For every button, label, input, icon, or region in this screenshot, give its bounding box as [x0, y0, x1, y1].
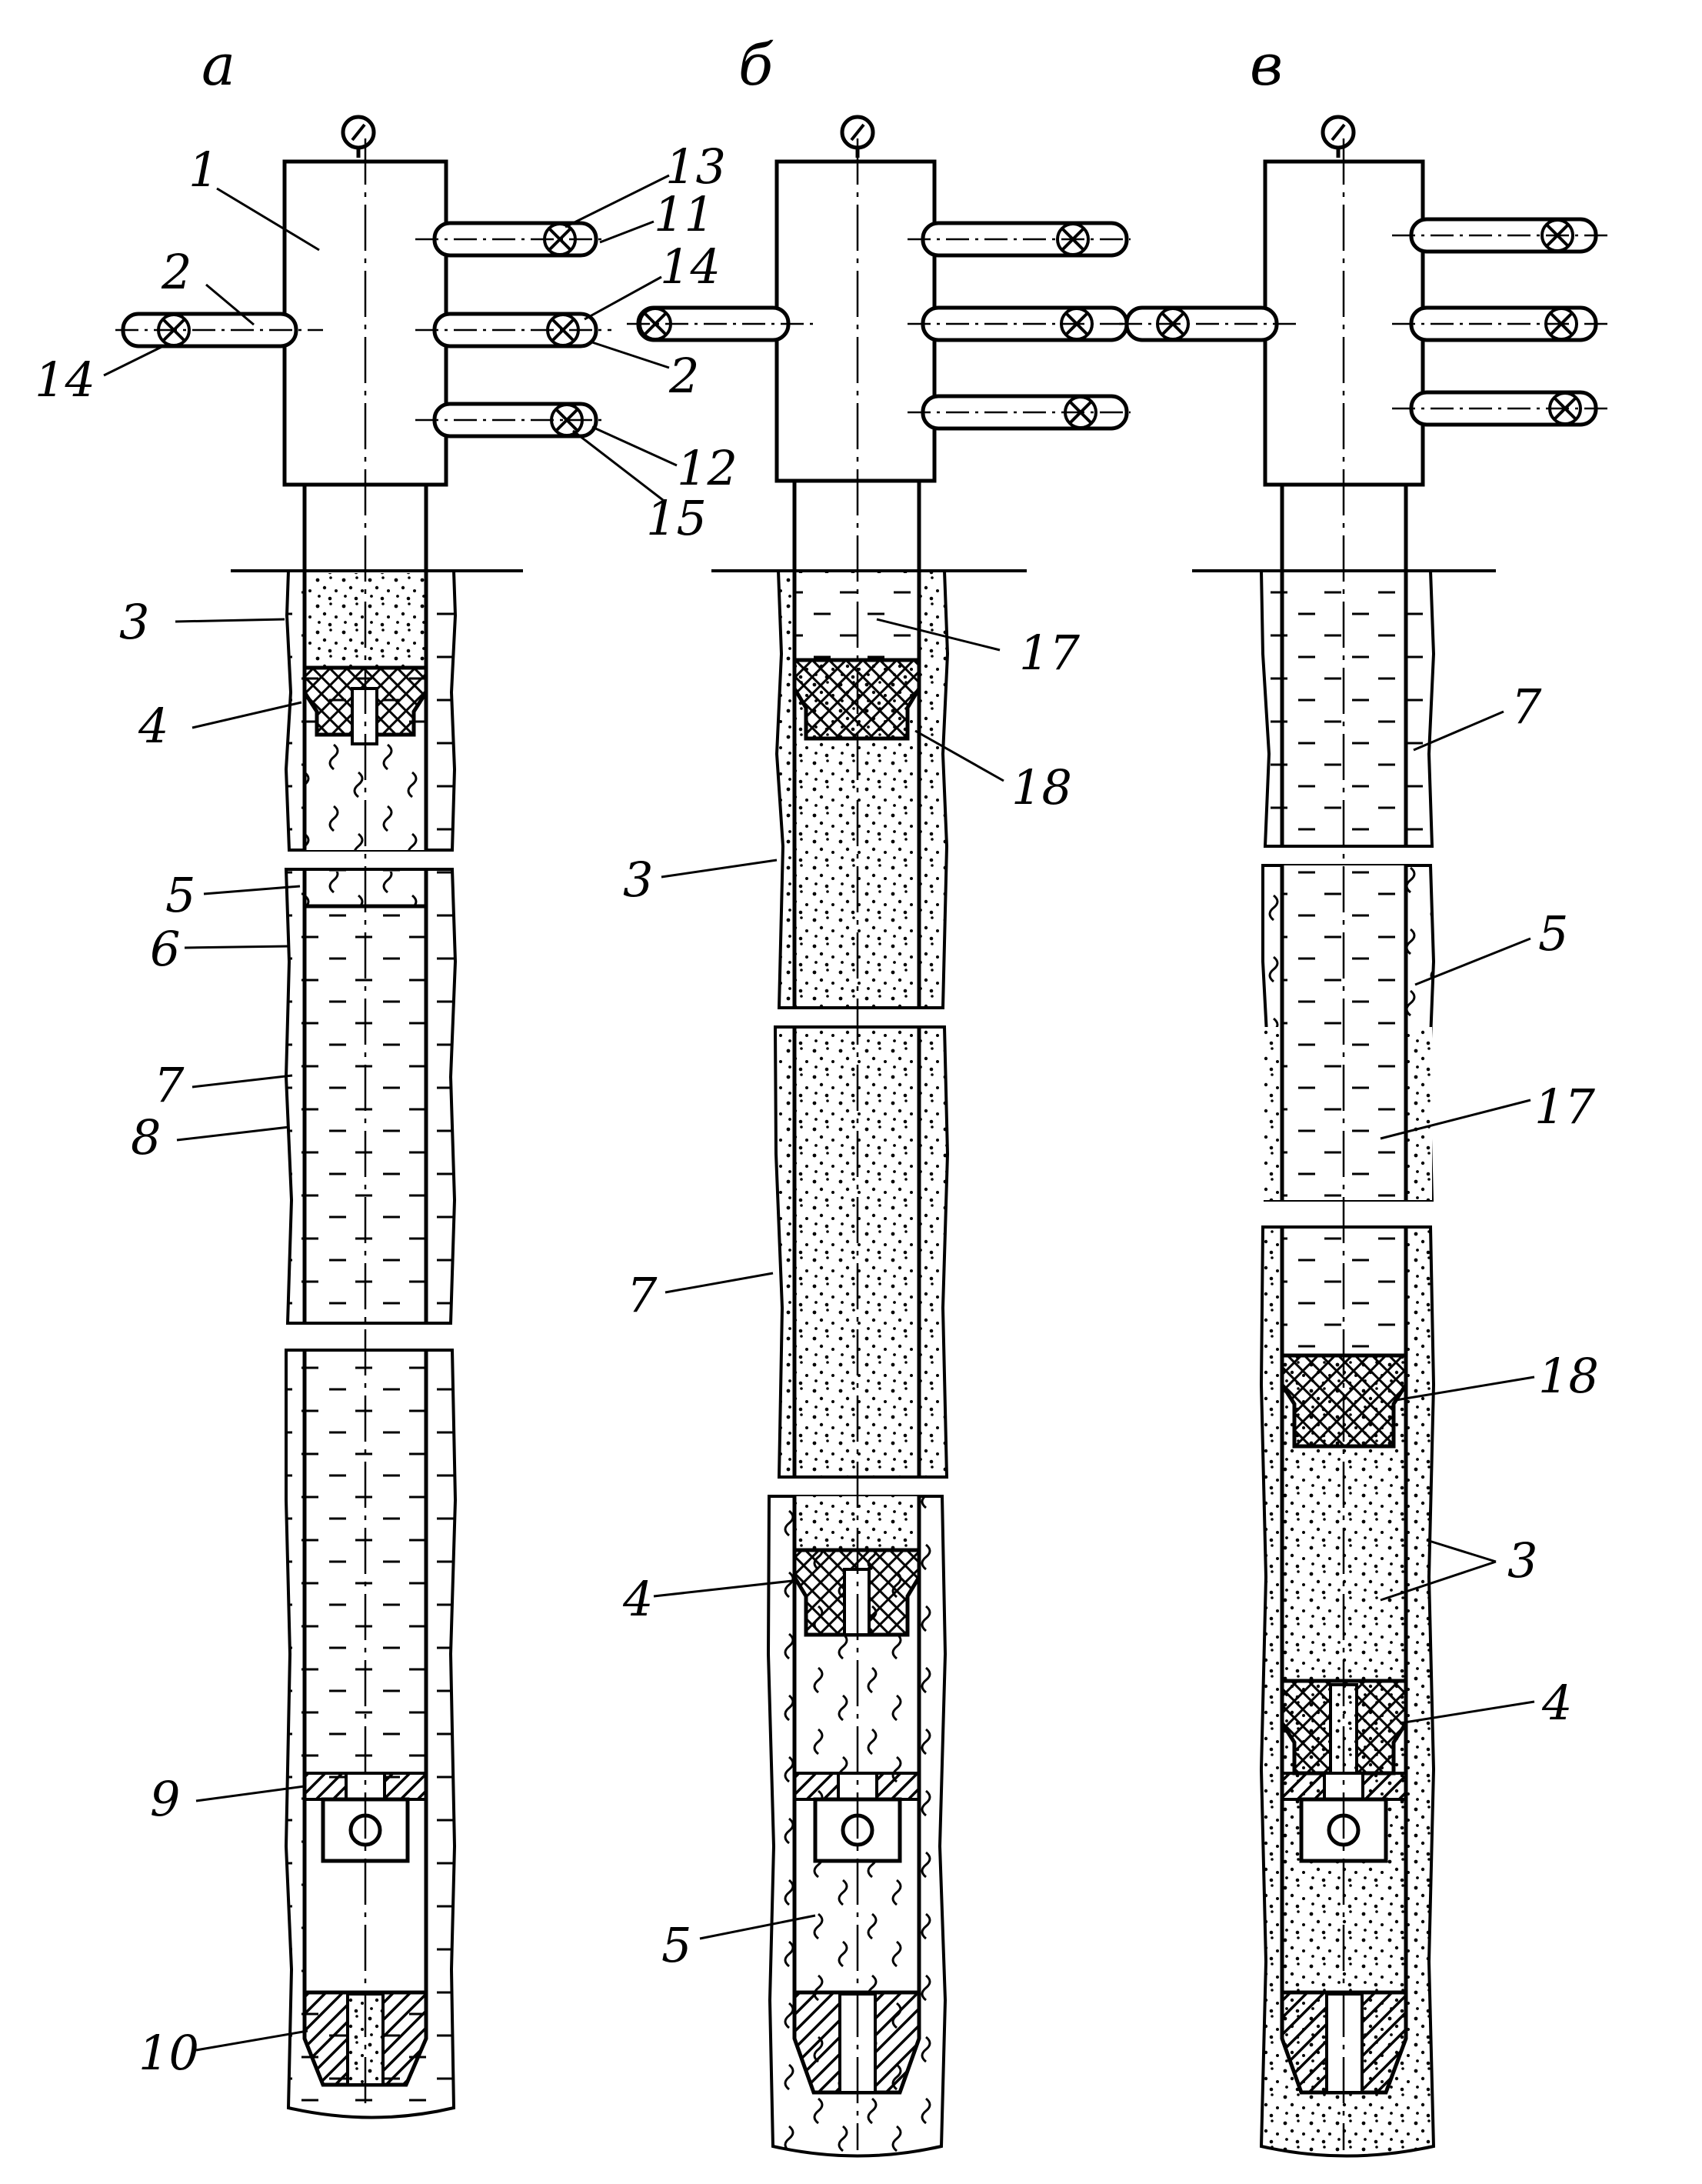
label-4: 4	[1541, 1675, 1572, 1731]
label-7: 7	[154, 1057, 185, 1113]
leaders-a	[103, 174, 678, 2052]
pipe-axes-a	[115, 238, 611, 422]
label-3: 3	[1507, 1532, 1537, 1589]
label-1: 1	[188, 142, 218, 198]
section-v3	[1259, 1225, 1436, 2158]
label-5: 5	[661, 1917, 691, 1973]
label-7: 7	[627, 1267, 658, 1323]
section-a2	[284, 868, 458, 1325]
panel-b: б	[622, 32, 1131, 2158]
label-3: 3	[119, 594, 149, 650]
label-8: 8	[131, 1109, 161, 1165]
label-5: 5	[165, 867, 195, 923]
label-17: 17	[1534, 1079, 1595, 1135]
label-7: 7	[1511, 679, 1542, 735]
label-12: 12	[677, 440, 738, 496]
label-14: 14	[35, 352, 95, 408]
label-2: 2	[668, 348, 699, 404]
panel-v-title: в	[1250, 32, 1283, 98]
section-b1	[774, 569, 950, 1009]
label-14: 14	[660, 238, 721, 295]
panel-b-title: б	[738, 32, 774, 98]
section-v2	[1261, 864, 1436, 1202]
section-b2	[773, 1025, 950, 1479]
label-2: 2	[161, 244, 192, 300]
panel-a-title: а	[202, 32, 235, 98]
label-4: 4	[622, 1571, 653, 1627]
label-5: 5	[1538, 905, 1568, 962]
wellhead-v	[1124, 115, 1598, 487]
panel-v: в	[1119, 32, 1611, 2158]
label-11: 11	[654, 186, 714, 242]
label-10: 10	[138, 2025, 199, 2081]
label-4: 4	[138, 698, 168, 754]
label-17: 17	[1019, 625, 1080, 681]
label-18: 18	[1538, 1348, 1599, 1404]
label-15: 15	[646, 490, 707, 546]
label-6: 6	[150, 921, 180, 977]
label-3: 3	[623, 852, 653, 908]
section-v1	[1259, 569, 1436, 848]
section-a1	[284, 569, 458, 852]
label-13: 13	[665, 138, 726, 195]
panel-a: а	[35, 32, 738, 2119]
section-a3	[284, 1349, 458, 2119]
label-18: 18	[1011, 759, 1072, 815]
label-9: 9	[150, 1771, 180, 1827]
